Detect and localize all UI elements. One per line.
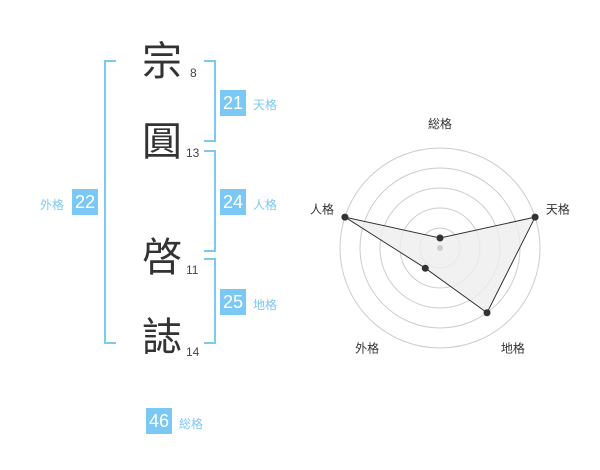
tenkaku-label: 天格	[253, 98, 278, 112]
soukaku-label: 総格	[179, 417, 204, 431]
radar-ring-5	[339, 147, 541, 349]
stroke-count-4: 14	[186, 345, 200, 359]
name-char-2: 圓	[142, 119, 182, 165]
jinkaku-value: 24	[220, 189, 247, 215]
gaikaku-label: 外格	[40, 198, 65, 212]
jinkaku-bracket	[204, 150, 216, 252]
stroke-count-1: 8	[190, 66, 197, 80]
radar-point-2	[483, 309, 491, 317]
gaikaku-bracket	[104, 60, 116, 344]
radar-point-4	[341, 213, 349, 221]
gaikaku-value: 22	[72, 189, 99, 215]
stroke-count-3: 11	[186, 263, 199, 277]
tenkaku-value: 21	[220, 90, 247, 116]
radar-point-0	[436, 234, 444, 242]
radar-axis-label-3: 外格	[355, 340, 379, 355]
chikaku-value: 25	[220, 289, 247, 315]
radar-axis-label-1: 天格	[546, 202, 570, 217]
chikaku-bracket	[204, 258, 216, 344]
name-char-3: 啓	[142, 235, 182, 281]
name-char-4: 誌	[142, 315, 182, 361]
radar-axis-label-0: 総格	[428, 116, 452, 131]
soukaku-value: 46	[146, 408, 173, 434]
radar-point-1	[531, 213, 539, 221]
stroke-count-2: 13	[186, 146, 200, 160]
name-char-1: 宗	[142, 39, 182, 85]
tenkaku-bracket	[204, 60, 216, 142]
radar-points	[341, 213, 539, 317]
chikaku-label: 地格	[253, 298, 278, 312]
radar-point-3	[421, 264, 429, 272]
radar-axis-label-4: 人格	[310, 202, 334, 217]
radar-center	[437, 245, 443, 251]
radar-area	[344, 216, 537, 314]
radar-axis-label-2: 地格	[501, 340, 525, 355]
jinkaku-label: 人格	[253, 198, 278, 212]
